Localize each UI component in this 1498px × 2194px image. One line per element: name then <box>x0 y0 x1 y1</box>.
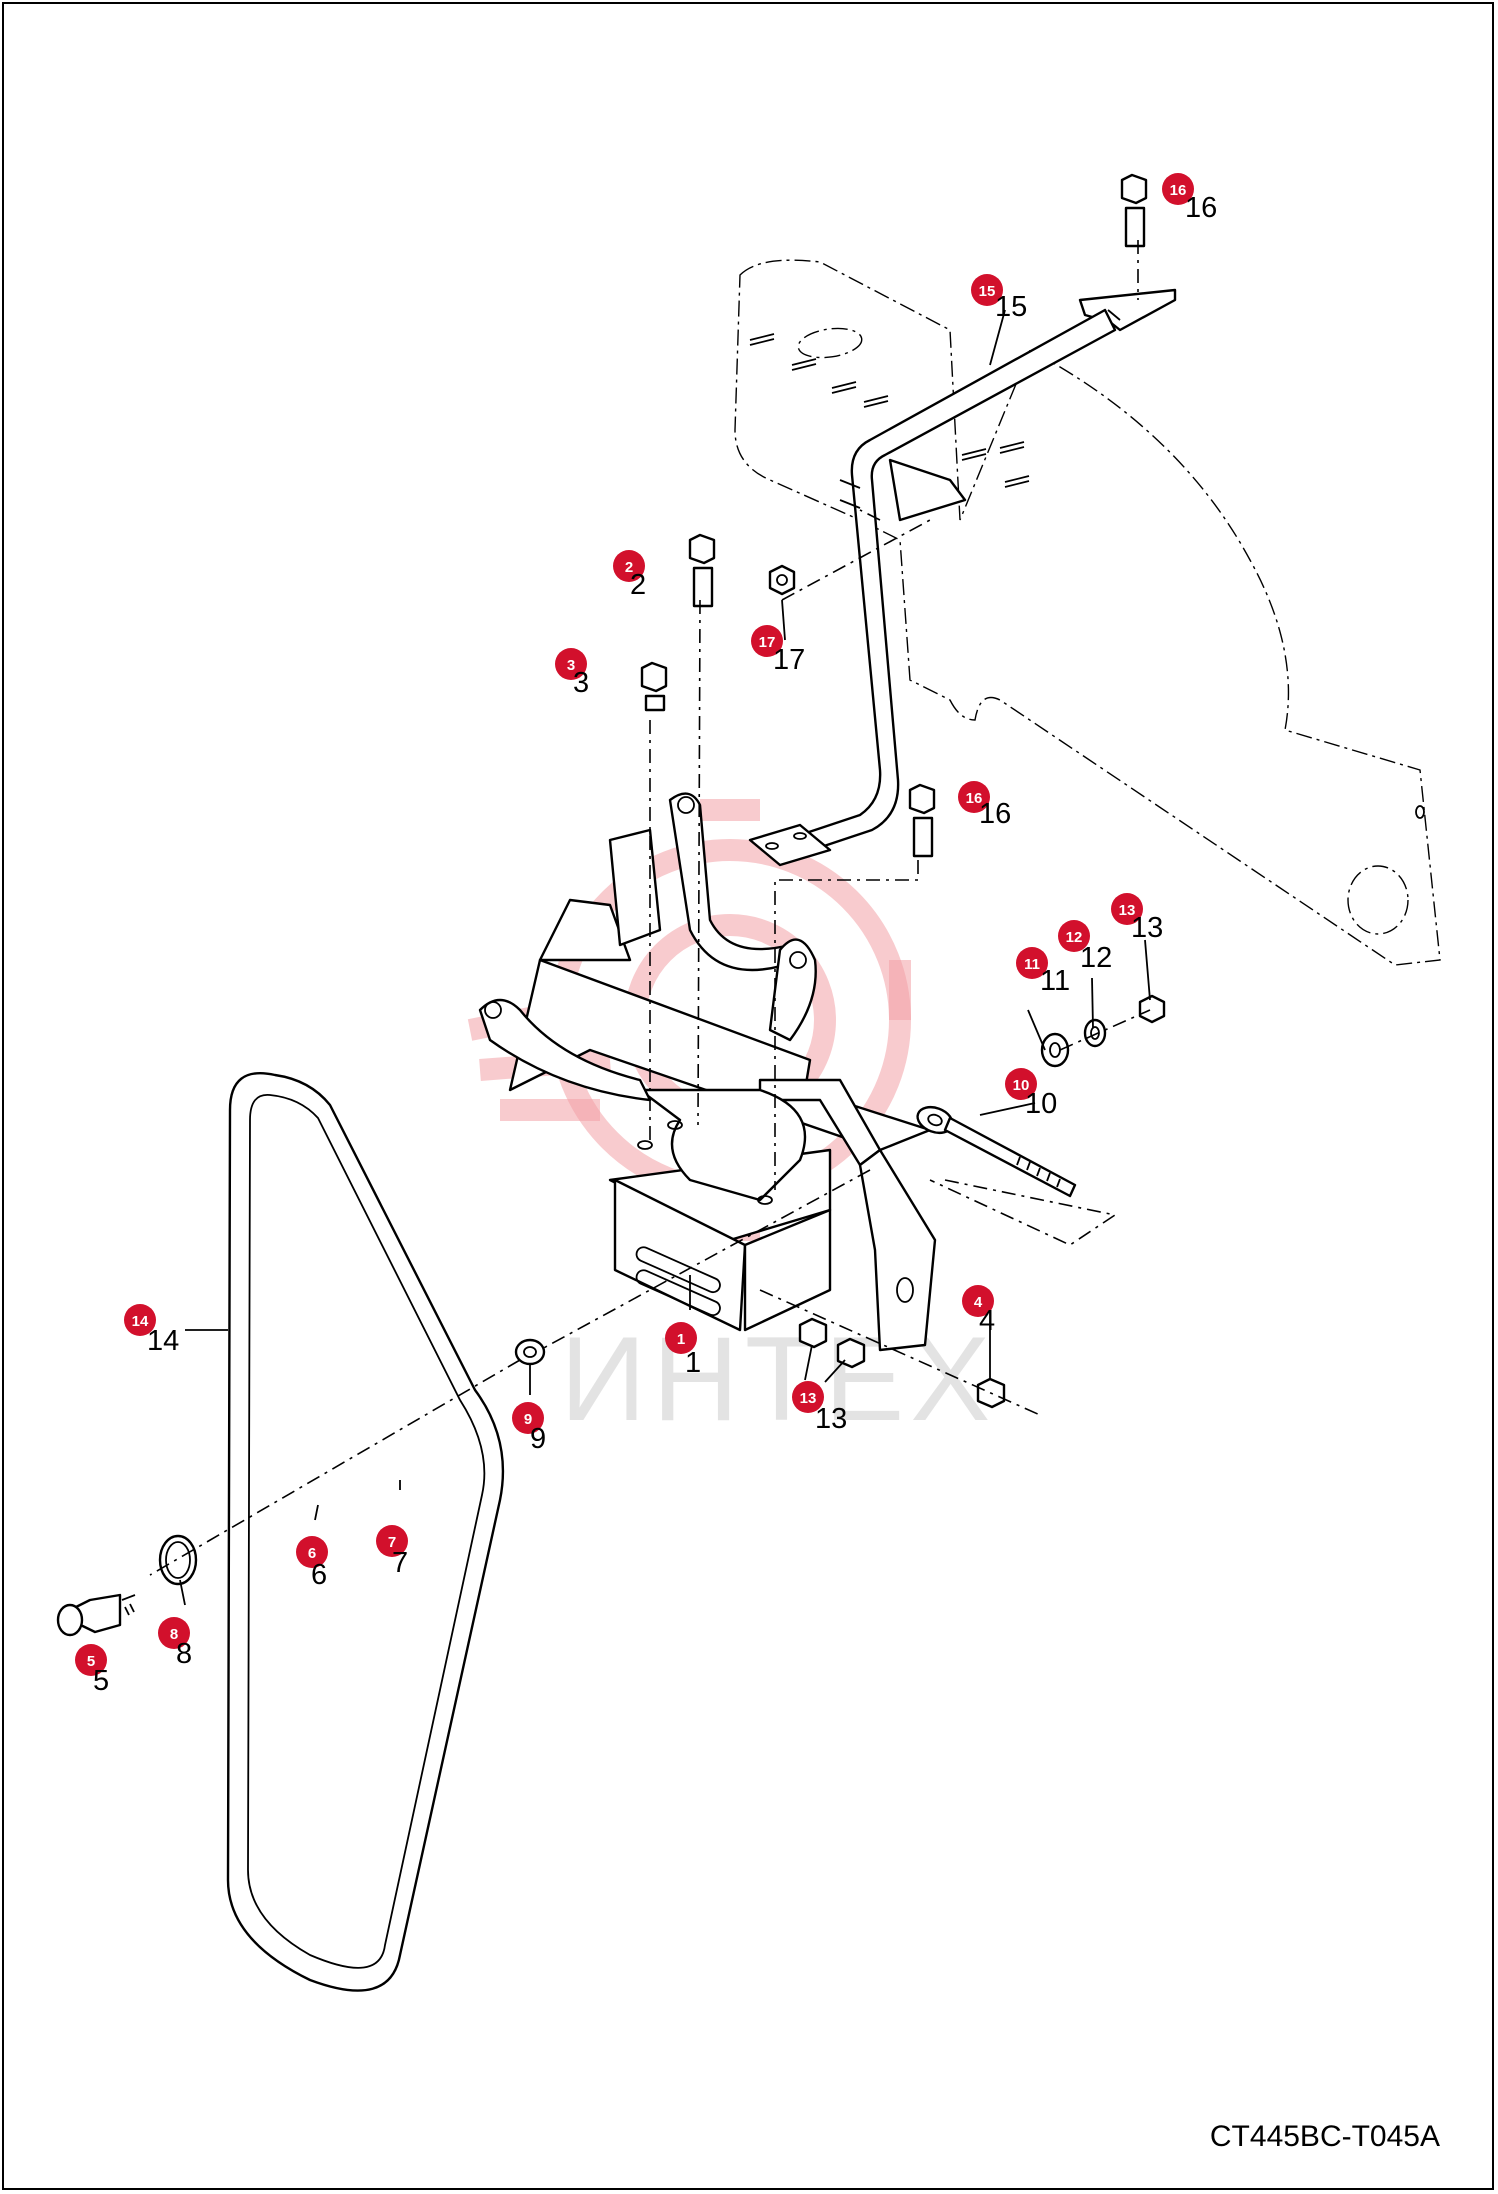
tensioner-bracket <box>478 792 937 1352</box>
tension-hardware <box>1040 994 1166 1068</box>
callout-7: 7 7 <box>376 1525 408 1579</box>
svg-text:16: 16 <box>1185 192 1217 224</box>
svg-text:9: 9 <box>524 1411 532 1428</box>
svg-text:7: 7 <box>392 1547 408 1579</box>
assembly-centerlines <box>149 240 1151 1576</box>
bolts <box>640 173 1148 858</box>
svg-text:16: 16 <box>979 798 1011 830</box>
svg-text:6: 6 <box>311 1559 327 1591</box>
svg-text:7: 7 <box>388 1534 396 1551</box>
svg-text:17: 17 <box>759 634 776 651</box>
svg-text:13: 13 <box>815 1403 847 1435</box>
callout-12: 12 12 <box>1058 920 1112 974</box>
svg-text:11: 11 <box>1040 965 1070 997</box>
svg-text:3: 3 <box>567 657 575 674</box>
engine-plate-phantom <box>734 259 1441 966</box>
svg-text:8: 8 <box>170 1626 178 1643</box>
callout-9: 9 9 <box>512 1402 546 1455</box>
svg-text:10: 10 <box>1025 1088 1057 1120</box>
svg-text:14: 14 <box>132 1313 149 1330</box>
callout-14: 14 14 <box>124 1304 179 1357</box>
svg-text:2: 2 <box>625 559 633 576</box>
svg-text:4: 4 <box>979 1305 995 1337</box>
svg-text:5: 5 <box>87 1653 95 1670</box>
callout-10: 10 10 <box>1005 1068 1057 1120</box>
callout-16-top: 16 16 <box>1162 173 1217 224</box>
svg-text:2: 2 <box>630 569 646 601</box>
callout-5: 5 5 <box>75 1644 109 1697</box>
callout-1: 1 1 <box>665 1322 701 1379</box>
callout-4: 4 4 <box>962 1285 995 1337</box>
svg-text:13: 13 <box>800 1390 817 1407</box>
svg-text:13: 13 <box>1131 912 1163 944</box>
svg-text:4: 4 <box>974 1294 983 1311</box>
svg-text:6: 6 <box>308 1545 316 1562</box>
callout-16-middle: 16 16 <box>958 781 1011 830</box>
svg-text:16: 16 <box>966 790 983 807</box>
callout-15: 15 15 <box>971 274 1027 323</box>
callout-13-bottom: 13 13 <box>792 1381 847 1435</box>
callout-3: 3 3 <box>555 648 589 699</box>
drive-belt <box>226 1072 505 1992</box>
callout-17: 17 17 <box>751 625 805 676</box>
svg-text:17: 17 <box>773 644 805 676</box>
svg-text:12: 12 <box>1080 942 1112 974</box>
svg-text:10: 10 <box>1013 1077 1030 1094</box>
svg-text:11: 11 <box>1024 956 1040 973</box>
callout-2: 2 2 <box>613 550 646 601</box>
leader-lines <box>179 309 1151 1606</box>
svg-text:1: 1 <box>677 1331 685 1348</box>
svg-text:16: 16 <box>1170 182 1187 199</box>
callout-6: 6 6 <box>296 1536 328 1591</box>
svg-text:3: 3 <box>573 667 589 699</box>
svg-text:8: 8 <box>176 1638 192 1670</box>
svg-text:9: 9 <box>530 1423 546 1455</box>
svg-text:1: 1 <box>685 1347 701 1379</box>
svg-text:14: 14 <box>147 1325 179 1357</box>
support-rod <box>748 288 1177 867</box>
svg-text:15: 15 <box>979 283 996 300</box>
callout-13-top: 13 13 <box>1111 893 1163 944</box>
svg-text:12: 12 <box>1066 929 1083 946</box>
drawing-code: CT445BC-T045A <box>1209 2120 1440 2153</box>
svg-text:5: 5 <box>93 1665 109 1697</box>
callout-11: 11 11 <box>1016 947 1070 997</box>
eye-bolt <box>916 1105 1077 1198</box>
svg-text:13: 13 <box>1119 902 1136 919</box>
callout-8: 8 8 <box>158 1617 192 1670</box>
svg-text:15: 15 <box>995 291 1027 323</box>
